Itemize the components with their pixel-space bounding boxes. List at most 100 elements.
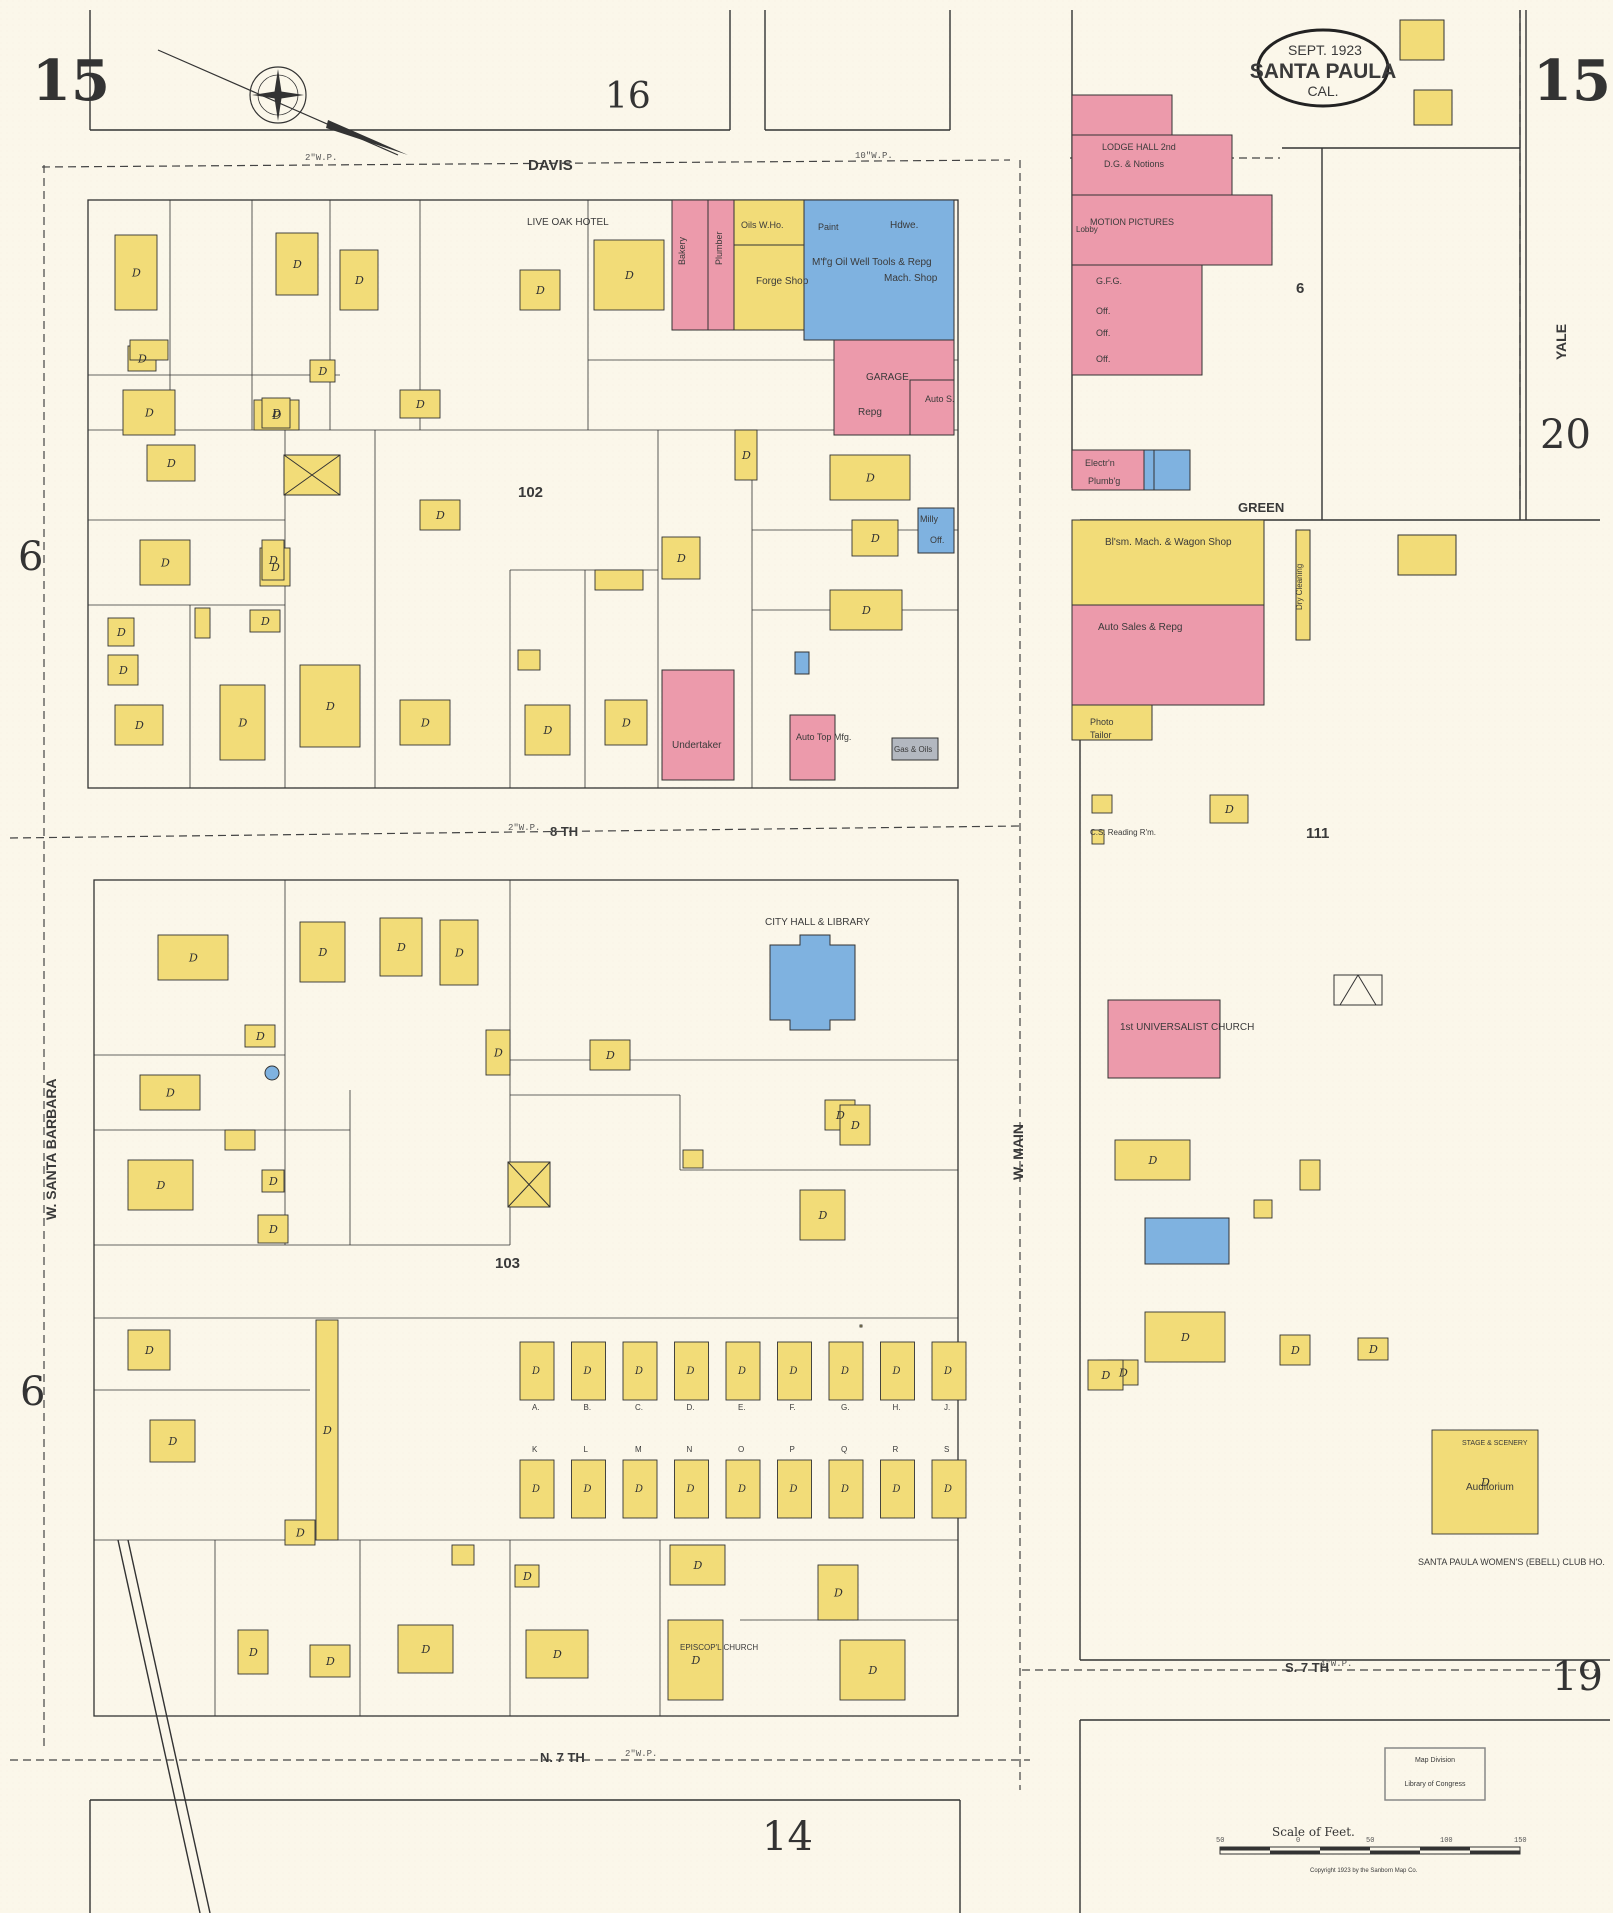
row-house-letter: R (893, 1445, 899, 1454)
label-auto-s: Auto S. (925, 394, 955, 404)
label-oil-well: M'f'g Oil Well Tools & Repg (812, 257, 932, 268)
label-off-2: Off. (1096, 328, 1110, 338)
row-house-letter: F. (790, 1403, 796, 1412)
dwelling-mark: D (535, 284, 545, 297)
dwelling-mark: D (160, 557, 170, 570)
dwelling-mark: D (1290, 1344, 1300, 1357)
row-house (777, 1459, 812, 1519)
dwelling-mark: D (493, 1047, 503, 1060)
dwelling-mark: D (552, 1648, 562, 1661)
adjacent-sheet-southeast: 19 (1552, 1654, 1603, 1700)
row-house (674, 1341, 709, 1401)
label-milly: Milly (920, 514, 938, 524)
row-house-dwelling-mark: D (892, 1484, 901, 1495)
row-house-dwelling-mark: D (634, 1366, 643, 1377)
row-house-letter: G. (841, 1403, 849, 1412)
dwelling-mark: D (621, 717, 631, 730)
dwelling-mark: D (248, 1646, 258, 1659)
library-stamp (1384, 1747, 1486, 1801)
adjacent-sheet-west-bottom: 6 (20, 1369, 45, 1415)
scale-tick-4: 150 (1514, 1837, 1527, 1845)
label-dry-cleaning: Dry Cleaning (1295, 564, 1304, 610)
dwelling-mark: D (116, 626, 126, 639)
dwelling-mark: D (1180, 1331, 1190, 1344)
row-house (931, 1341, 967, 1401)
label-repg: Repg (858, 407, 882, 418)
label-off-1: Off. (1096, 306, 1110, 316)
row-house (725, 1459, 761, 1519)
label-lodge-hall: LODGE HALL 2nd (1102, 142, 1176, 152)
row-house (880, 1341, 915, 1401)
dwelling-mark: D (865, 472, 875, 485)
dwelling-mark: D (1480, 1476, 1490, 1489)
row-house-dwelling-mark: D (686, 1366, 695, 1377)
dwelling-mark: D (1368, 1343, 1378, 1356)
block-103 (93, 879, 959, 1717)
wp-eighth: 2"W.P. (508, 823, 540, 833)
stamp-line2: Library of Congress (1404, 1781, 1466, 1788)
map-city: SANTA PAULA (1250, 60, 1397, 83)
row-house-dwelling-mark: D (531, 1484, 540, 1495)
commercial-block-6 (1071, 19, 1457, 741)
row-house-dwelling-mark: D (583, 1366, 592, 1377)
row-house-dwelling-mark: D (840, 1366, 849, 1377)
block-103-number: 103 (495, 1255, 520, 1272)
row-house (828, 1459, 864, 1519)
label-electrn: Electr'n (1085, 458, 1115, 468)
dwelling-mark: D (137, 353, 147, 366)
map-date: SEPT. 1923 (1288, 42, 1362, 58)
row-house (571, 1341, 606, 1401)
label-garage: GARAGE (866, 372, 909, 383)
dwelling-mark: D (624, 269, 634, 282)
row-house-letter: L (584, 1445, 589, 1454)
label-oils: Oils W.Ho. (741, 220, 784, 230)
concrete-dwelling (1144, 1217, 1230, 1265)
row-house-letter: D. (687, 1403, 695, 1412)
dwelling-mark: D (1148, 1154, 1158, 1167)
label-episcopal: EPISCOP'L CHURCH (680, 1643, 758, 1652)
row-houses: DA.DB.DC.DD.DE.DF.DG.DH.DJ.DKDLDMDNDODPD… (519, 1341, 967, 1519)
row-house-letter: J. (944, 1403, 950, 1412)
scale-tick-1: 0 (1296, 1837, 1300, 1845)
dwelling-mark: D (605, 1049, 615, 1062)
label-lobby: Lobby (1076, 225, 1098, 234)
row-house (622, 1341, 658, 1401)
dwelling-mark: D (420, 717, 430, 730)
row-house (519, 1341, 555, 1401)
label-cs-reading: C.S. Reading R'm. (1090, 828, 1156, 837)
adjacent-sheet-west-top: 6 (18, 534, 43, 580)
scale-tick-2: 50 (1366, 1837, 1374, 1845)
row-house-letter: A. (532, 1403, 540, 1412)
street-yale: YALE (1553, 324, 1569, 360)
dwelling-mark: D (325, 700, 335, 713)
label-dg: D.G. & Notions (1104, 159, 1165, 169)
dwelling-mark: D (835, 1109, 845, 1122)
label-photo: Photo (1090, 717, 1114, 727)
row-house-letter: S (944, 1445, 949, 1454)
copyright: Copyright 1923 by the Sanborn Map Co. (1310, 1868, 1418, 1874)
universalist-church (1107, 999, 1221, 1079)
dwelling-mark: D (691, 1654, 701, 1667)
dwelling-mark: D (454, 947, 464, 960)
dwellings (107, 232, 1539, 1701)
label-auto-top: Auto Top Mfg. (796, 732, 851, 742)
dwelling-mark: D (868, 1664, 878, 1677)
block-6-number: 6 (1296, 280, 1304, 297)
wp-s7: 4"W.P. (1320, 1659, 1352, 1669)
street-w-santa-barbara: W. SANTA BARBARA (43, 1078, 59, 1220)
row-house-letter: N (687, 1445, 693, 1454)
label-plumbg: Plumb'g (1088, 476, 1120, 486)
row-house-dwelling-mark: D (943, 1484, 952, 1495)
row-house-dwelling-mark: D (789, 1366, 798, 1377)
label-mach-shop: Mach. Shop (884, 273, 938, 284)
dwelling-mark: D (396, 941, 406, 954)
dwelling-mark: D (1118, 1367, 1128, 1380)
street-borders (89, 10, 1610, 1913)
scale-bar (1219, 1846, 1521, 1855)
row-house (931, 1459, 967, 1519)
dwelling-mark: D (850, 1119, 860, 1132)
adjacent-sheet-east: 20 (1540, 412, 1591, 458)
tank-icon (264, 1065, 280, 1081)
dwelling-mark: D (318, 365, 328, 378)
